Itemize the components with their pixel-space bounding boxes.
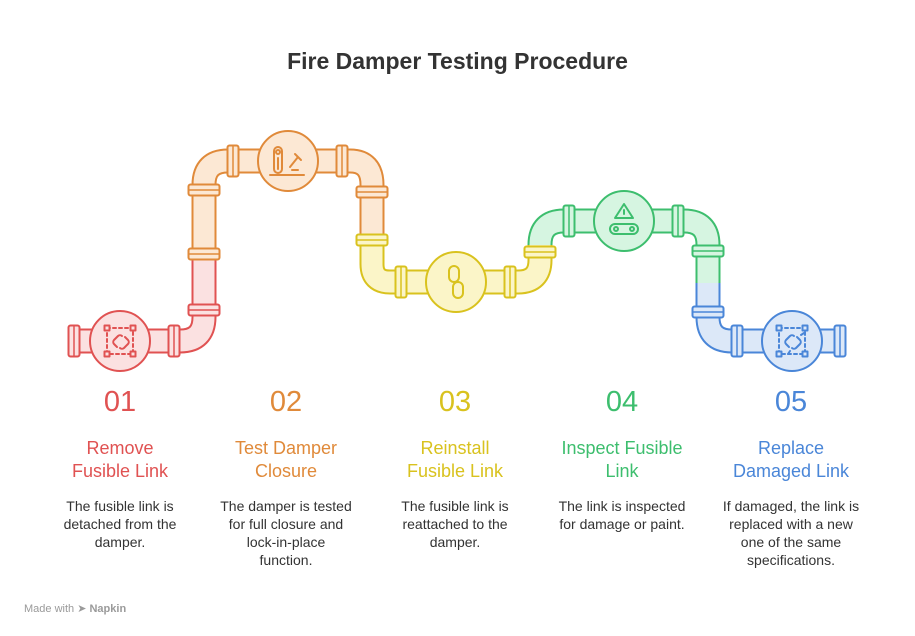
pipe-coupling bbox=[187, 303, 221, 317]
pipe-coupling bbox=[691, 244, 725, 258]
pipe-coupling bbox=[335, 144, 349, 178]
step-number: 02 bbox=[269, 386, 303, 418]
step-description: The link is inspected for damage or pain… bbox=[558, 498, 686, 532]
step-number: 04 bbox=[605, 386, 639, 418]
step-3: 03 Reinstall Fusible Link The fusible li… bbox=[375, 385, 535, 551]
napkin-logo-icon: ➤ bbox=[77, 603, 87, 615]
pipe-coupling bbox=[355, 185, 389, 199]
step-2: 02 Test Damper Closure The damper is tes… bbox=[206, 385, 366, 569]
pipe-coupling bbox=[167, 324, 181, 358]
chain-link-icon bbox=[448, 265, 464, 299]
pipe-coupling bbox=[355, 233, 389, 247]
pipe-coupling bbox=[187, 247, 221, 261]
footer-prefix: Made with bbox=[24, 603, 75, 615]
pipe-coupling bbox=[503, 265, 517, 299]
step-description: The fusible link is detached from the da… bbox=[63, 498, 177, 550]
pipe-coupling bbox=[730, 324, 744, 358]
step-description: The damper is tested for full closure an… bbox=[220, 498, 352, 568]
step-icon-hub-1 bbox=[89, 310, 151, 372]
pipe-coupling bbox=[691, 305, 725, 319]
step-number: 01 bbox=[103, 386, 137, 418]
step-heading: Replace Damaged Link bbox=[732, 438, 850, 481]
step-icon-hub-5 bbox=[761, 310, 823, 372]
step-4: 04 Inspect Fusible Link The link is insp… bbox=[542, 385, 702, 533]
pipe-coupling bbox=[226, 144, 240, 178]
step-icon-hub-2 bbox=[257, 130, 319, 192]
pipe-coupling bbox=[523, 245, 557, 259]
step-description: The fusible link is reattached to the da… bbox=[401, 498, 509, 550]
pipe-coupling bbox=[187, 183, 221, 197]
pipe-coupling bbox=[833, 324, 847, 358]
step-1: 01 Remove Fusible Link The fusible link … bbox=[40, 385, 200, 551]
step-5: 05 Replace Damaged Link If damaged, the … bbox=[711, 385, 871, 569]
warning-conveyor-icon bbox=[609, 203, 639, 235]
step-number: 05 bbox=[774, 386, 808, 418]
link-icon bbox=[103, 324, 137, 358]
pipe-coupling bbox=[562, 204, 576, 238]
step-heading: Test Damper Closure bbox=[234, 438, 338, 481]
pipe-coupling bbox=[671, 204, 685, 238]
pipe-coupling bbox=[67, 324, 81, 358]
step-heading: Remove Fusible Link bbox=[71, 438, 169, 481]
step-icon-hub-3 bbox=[425, 251, 487, 313]
step-heading: Reinstall Fusible Link bbox=[406, 438, 504, 481]
footer: Made with ➤ Napkin bbox=[24, 602, 126, 615]
step-description: If damaged, the link is replaced with a … bbox=[722, 498, 860, 568]
pipe-coupling bbox=[394, 265, 408, 299]
step-icon-hub-4 bbox=[593, 190, 655, 252]
step-heading: Inspect Fusible Link bbox=[561, 438, 683, 481]
page-title: Fire Damper Testing Procedure bbox=[287, 48, 628, 74]
lever-test-icon bbox=[269, 146, 305, 176]
footer-brand: Napkin bbox=[89, 603, 127, 615]
step-number: 03 bbox=[438, 386, 472, 418]
broken-link-icon bbox=[775, 324, 809, 358]
